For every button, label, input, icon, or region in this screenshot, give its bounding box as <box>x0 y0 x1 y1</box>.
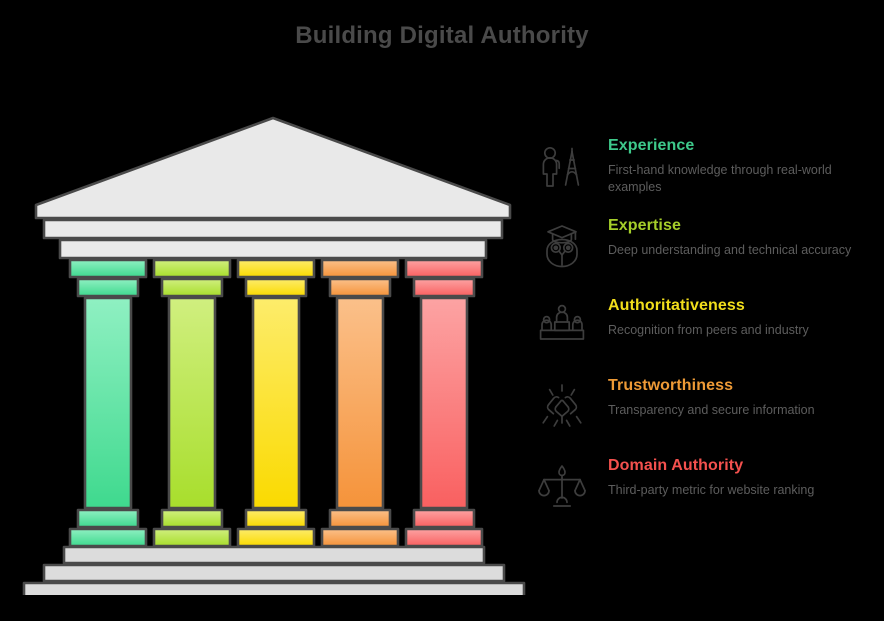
pillar-experience[interactable] <box>68 258 148 548</box>
temple-step-top <box>62 545 486 565</box>
pillar-domain-authority[interactable] <box>404 258 484 548</box>
pillar-authoritativeness[interactable] <box>236 258 316 548</box>
legend-heading-domain-authority: Domain Authority <box>608 457 744 474</box>
legend-heading-expertise: Expertise <box>608 217 681 234</box>
legend-heading-trustworthiness: Trustworthiness <box>608 377 734 394</box>
temple-step-middle <box>42 563 506 583</box>
legend-item-expertise[interactable]: Expertise Deep understanding and technic… <box>536 216 876 280</box>
legend-desc-expertise: Deep understanding and technical accurac… <box>608 243 852 257</box>
legend-item-domain-authority[interactable]: Domain Authority Third-party metric for … <box>536 456 876 520</box>
legend-text-experience: Experience First-hand knowledge through … <box>608 136 876 196</box>
legend-item-experience[interactable]: Experience First-hand knowledge through … <box>536 136 876 200</box>
legend-text-domain-authority: Domain Authority Third-party metric for … <box>608 456 876 499</box>
legend-desc-experience: First-hand knowledge through real-world … <box>608 163 832 194</box>
legend-list: Experience First-hand knowledge through … <box>536 136 876 536</box>
graduate-owl-icon <box>546 225 578 268</box>
winners-podium-icon <box>539 304 585 340</box>
temple-step-bottom <box>22 581 526 595</box>
traveler-eiffel-tower-icon <box>542 146 580 187</box>
legend-text-expertise: Expertise Deep understanding and technic… <box>608 216 876 259</box>
temple-pediment <box>34 116 512 220</box>
legend-heading-authoritativeness: Authoritativeness <box>608 297 745 314</box>
legend-item-trustworthiness[interactable]: Trustworthiness Transparency and secure … <box>536 376 876 440</box>
legend-text-trustworthiness: Trustworthiness Transparency and secure … <box>608 376 876 419</box>
legend-text-authoritativeness: Authoritativeness Recognition from peers… <box>608 296 876 339</box>
pillar-trustworthiness[interactable] <box>320 258 400 548</box>
legend-desc-domain-authority: Third-party metric for website ranking <box>608 483 815 497</box>
legend-desc-trustworthiness: Transparency and secure information <box>608 403 815 417</box>
legend-desc-authoritativeness: Recognition from peers and industry <box>608 323 809 337</box>
temple-entablature-lower <box>58 238 488 260</box>
page-title: Building Digital Authority <box>295 22 589 49</box>
fist-bump-icon <box>542 384 582 427</box>
temple-illustration <box>22 116 526 595</box>
balance-scale-icon <box>538 465 586 507</box>
legend-heading-experience: Experience <box>608 137 695 154</box>
pillar-expertise[interactable] <box>152 258 232 548</box>
legend-item-authoritativeness[interactable]: Authoritativeness Recognition from peers… <box>536 296 876 360</box>
temple-entablature-upper <box>42 218 504 240</box>
